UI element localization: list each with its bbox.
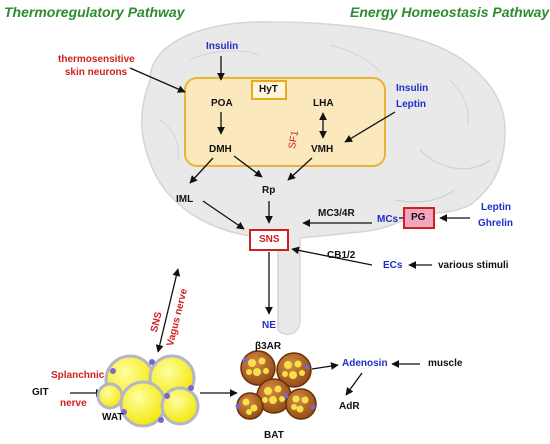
label-ne: NE xyxy=(262,320,276,331)
arrow-sns-vagus xyxy=(155,268,181,353)
label-thermosensitive-line2: skin neurons xyxy=(64,67,128,78)
label-rp: Rp xyxy=(262,185,276,196)
label-hyt: HyT xyxy=(259,84,278,95)
arrow-dmh-to-rp xyxy=(233,155,263,178)
arrow-insulin-to-vmh xyxy=(344,111,396,143)
label-git: GIT xyxy=(32,387,49,398)
label-bat: BAT xyxy=(264,430,284,441)
label-sns-box: SNS xyxy=(259,234,280,245)
brain-silhouette xyxy=(141,21,506,336)
label-dmh: DMH xyxy=(209,144,232,155)
header-energy-homeostasis: Energy Homeostasis Pathway xyxy=(350,4,550,20)
bat-adipocytes xyxy=(235,350,317,420)
label-ghrelin: Ghrelin xyxy=(478,218,514,229)
pg-box xyxy=(403,207,435,229)
hyt-box xyxy=(251,80,287,100)
wat-adipocytes xyxy=(96,354,200,428)
header-thermoregulatory: Thermoregulatory Pathway xyxy=(4,4,185,20)
label-insulin-top: Insulin xyxy=(206,41,239,52)
label-cb12: CB1/2 xyxy=(327,250,356,261)
label-insulin-right: Insulin xyxy=(396,83,429,94)
label-lha: LHA xyxy=(313,98,334,109)
label-various-stimuli: various stimuli xyxy=(438,260,509,271)
label-wat: WAT xyxy=(102,412,124,423)
label-mcs: MCs xyxy=(377,214,399,225)
hypothalamus-region xyxy=(184,77,386,167)
label-mc34r: MC3/4R xyxy=(318,208,355,219)
label-nerve: nerve xyxy=(60,398,87,409)
label-leptin: Leptin xyxy=(481,202,511,213)
label-poa: POA xyxy=(211,98,233,109)
arrow-iml-to-sns xyxy=(202,200,245,230)
arrow-dmh-to-iml xyxy=(189,157,214,184)
label-thermosensitive-line1: thermosensitive xyxy=(58,54,135,65)
label-pg: PG xyxy=(411,212,426,223)
label-adenosin: Adenosin xyxy=(342,358,388,369)
arrow-adenosin-to-adr xyxy=(345,372,363,396)
label-adr: AdR xyxy=(339,401,360,412)
sns-box xyxy=(249,229,289,251)
label-iml: IML xyxy=(176,194,194,205)
label-vmh: VMH xyxy=(311,144,334,155)
arrow-ecs-to-sns xyxy=(291,246,373,266)
arrow-thermo-to-poa xyxy=(129,67,186,93)
label-muscle: muscle xyxy=(428,358,463,369)
label-ecs: ECs xyxy=(383,260,403,271)
label-thermosensitive: thermosensitive skin neurons xyxy=(58,54,135,78)
arrow-bat-to-adenosin xyxy=(311,362,339,370)
label-b3ar: β3AR xyxy=(255,341,282,352)
label-splanchnic: Splanchnic xyxy=(51,370,105,381)
arrow-vmh-to-rp xyxy=(287,157,313,181)
label-leptin-right: Leptin xyxy=(396,99,426,110)
